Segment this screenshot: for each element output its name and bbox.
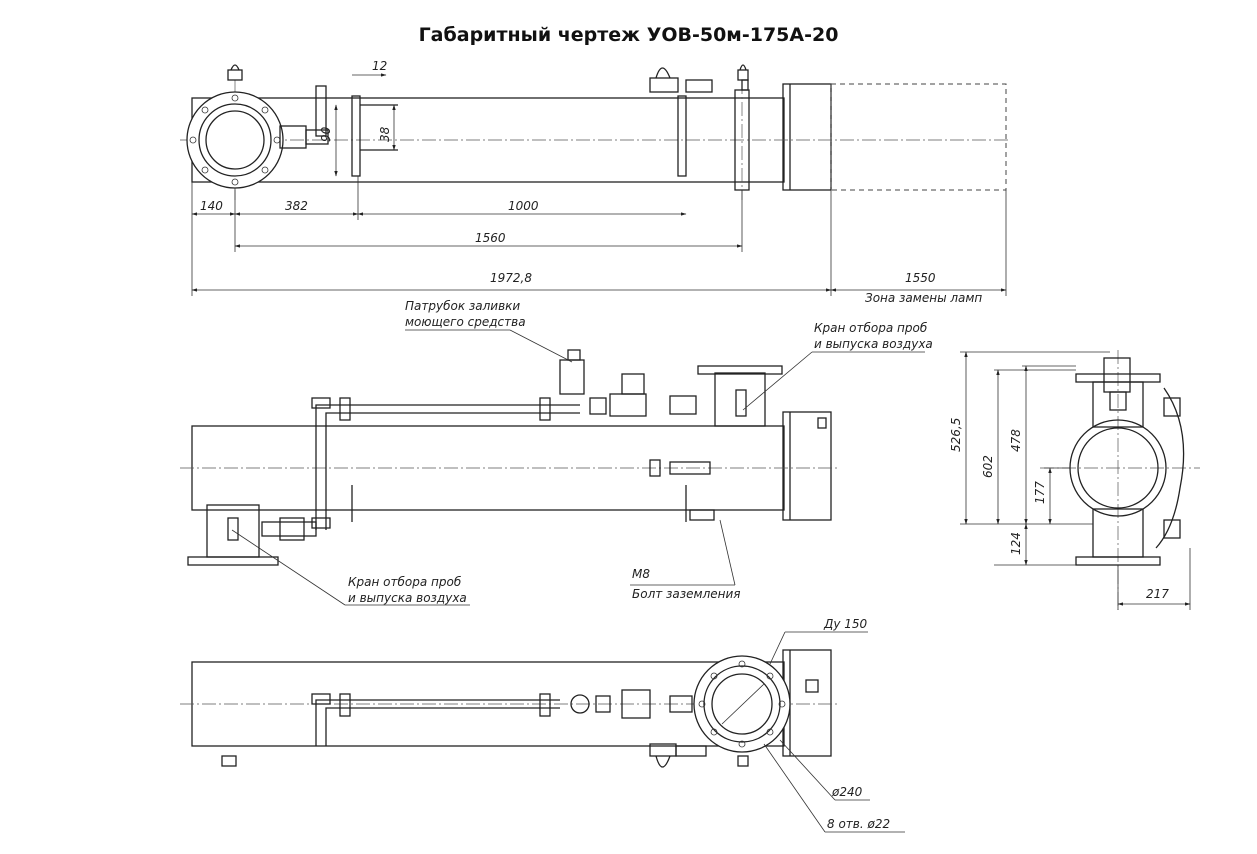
lamp-zone-label: Зона замены ламп bbox=[865, 291, 982, 305]
valve-top-label-line2: и выпуска воздуха bbox=[814, 337, 933, 351]
dim-382: 382 bbox=[285, 199, 308, 213]
outlet-flange bbox=[693, 655, 791, 753]
front-top-valve bbox=[735, 389, 747, 417]
valve-top-label-line1: Кран отбора проб bbox=[814, 321, 928, 335]
bolt-name-label: Болт заземления bbox=[632, 587, 741, 601]
dim-124: 124 bbox=[1009, 532, 1023, 555]
inlet-flange-outer bbox=[186, 91, 284, 189]
dim-602: 602 bbox=[981, 455, 995, 478]
bolt-size-label: М8 bbox=[632, 567, 650, 581]
valve-bottom-label-line1: Кран отбора проб bbox=[348, 575, 462, 589]
side-view: 526,5 602 478 177 124 217 bbox=[949, 350, 1200, 610]
front-view: Патрубок заливки моющего средства Кран о… bbox=[180, 299, 933, 606]
wash-pipe-label-line2: моющего средства bbox=[405, 315, 526, 329]
top-view: 12 90 38 140 382 1000 1560 1972,8 1550 З… bbox=[180, 59, 1010, 305]
dim-90: 90 bbox=[319, 126, 333, 142]
dim-478: 478 bbox=[1009, 429, 1023, 452]
flange-bolts bbox=[189, 94, 281, 186]
wash-fitting bbox=[559, 359, 585, 395]
dim-240: ø240 bbox=[831, 785, 863, 799]
dim-177: 177 bbox=[1033, 481, 1047, 504]
outlet-flange-bolts bbox=[698, 660, 786, 748]
wash-pipe-label-line1: Патрубок заливки bbox=[405, 299, 520, 313]
dim-217: 217 bbox=[1146, 587, 1169, 601]
dim-526: 526,5 bbox=[949, 418, 963, 452]
drawing-title: Габаритный чертеж УОВ-50м-175А-20 bbox=[418, 24, 839, 46]
bottom-view: Ду 150 ø240 8 отв. ø22 bbox=[180, 617, 905, 833]
dim-140: 140 bbox=[200, 199, 223, 213]
dn-label: Ду 150 bbox=[823, 617, 868, 631]
dim-1972: 1972,8 bbox=[490, 271, 532, 285]
dim-1550: 1550 bbox=[905, 271, 936, 285]
dim-1000: 1000 bbox=[508, 199, 539, 213]
dim-12: 12 bbox=[372, 59, 387, 73]
dim-8-holes: 8 отв. ø22 bbox=[827, 817, 890, 831]
dim-38: 38 bbox=[378, 126, 392, 142]
valve-bottom-label-line2: и выпуска воздуха bbox=[348, 591, 467, 605]
dim-1560: 1560 bbox=[475, 231, 506, 245]
